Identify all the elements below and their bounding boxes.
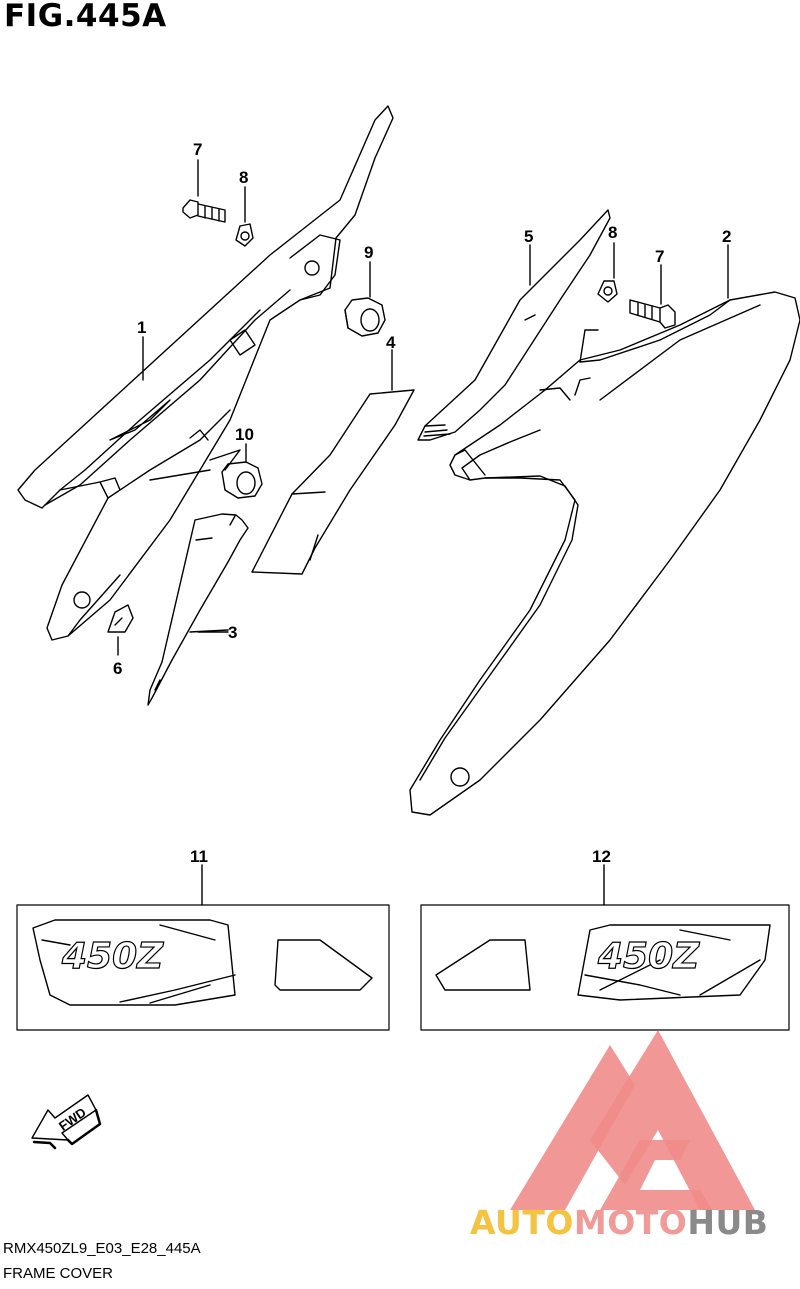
part-1-frame-cover-bracket bbox=[17, 105, 394, 641]
part-7-bolt-left bbox=[182, 159, 226, 223]
part-11-decal-set bbox=[16, 904, 390, 1031]
callout-7-left: 7 bbox=[193, 140, 202, 159]
part-5-emblem bbox=[417, 209, 611, 441]
part-6-clip bbox=[107, 604, 134, 656]
callout-9: 9 bbox=[364, 243, 373, 262]
watermark-moto: MOTO bbox=[573, 1203, 688, 1242]
part-8-washer-right bbox=[597, 242, 618, 303]
decal-12-text: 450Z bbox=[597, 936, 700, 977]
watermark-text: AUTOMOTOHUB bbox=[470, 1203, 768, 1242]
callout-4: 4 bbox=[386, 333, 396, 352]
callout-11: 11 bbox=[190, 847, 208, 866]
part-2-side-cover bbox=[409, 244, 800, 816]
decal-11-text: 450Z bbox=[61, 936, 164, 977]
part-9-grommet bbox=[344, 261, 386, 337]
part-8-washer-left bbox=[235, 186, 254, 247]
part-7-bolt-right bbox=[629, 264, 676, 329]
callout-2: 2 bbox=[722, 227, 731, 246]
automotohub-logo-icon bbox=[510, 1030, 755, 1210]
callout-8-right: 8 bbox=[608, 223, 617, 242]
figure-title: FIG.445A bbox=[4, 0, 167, 34]
part-10-grommet bbox=[221, 443, 263, 499]
watermark-auto: AUTO bbox=[470, 1203, 574, 1242]
part-3-emblem bbox=[147, 513, 249, 706]
callout-6: 6 bbox=[113, 659, 122, 678]
footer-name: FRAME COVER bbox=[3, 1265, 114, 1282]
watermark-hub: HUB bbox=[687, 1203, 769, 1242]
fwd-arrow-icon bbox=[31, 1094, 102, 1150]
callout-10: 10 bbox=[235, 425, 254, 444]
callout-8-left: 8 bbox=[239, 168, 248, 187]
part-4-tape bbox=[251, 349, 415, 575]
callout-1: 1 bbox=[137, 318, 146, 337]
callout-7-right: 7 bbox=[655, 247, 664, 266]
callout-3: 3 bbox=[228, 623, 237, 642]
footer-code: RMX450ZL9_E03_E28_445A bbox=[3, 1240, 201, 1257]
part-12-decal-set bbox=[420, 904, 790, 1031]
callout-12: 12 bbox=[592, 847, 611, 866]
callout-5: 5 bbox=[524, 227, 533, 246]
